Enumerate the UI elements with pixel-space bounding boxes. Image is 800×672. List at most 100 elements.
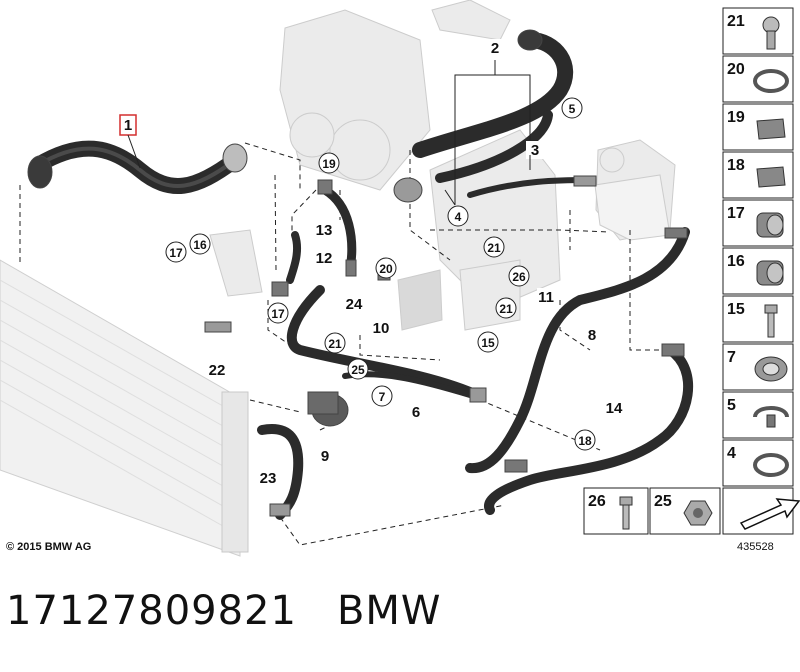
svg-text:5: 5 — [569, 102, 576, 116]
callout-26: 26 — [508, 265, 530, 287]
legend-item-19: 19 — [722, 103, 794, 151]
arrow-icon — [739, 498, 800, 530]
legend-item-25: 25 — [649, 487, 721, 535]
parts-legend: 21 20 19 18 17 16 15 7 5 4 26 25 — [583, 7, 800, 535]
sleeve-icon — [754, 356, 788, 382]
svg-text:16: 16 — [727, 253, 745, 270]
hose-8 — [465, 227, 690, 474]
callout-17: 17 — [267, 302, 289, 324]
callout-16: 16 — [189, 233, 211, 255]
legend-item-5: 5 — [722, 391, 794, 439]
hose-12 — [286, 231, 302, 284]
svg-text:23: 23 — [260, 470, 277, 487]
svg-text:18: 18 — [727, 157, 745, 174]
hose-14 — [484, 345, 694, 515]
svg-text:19: 19 — [727, 109, 745, 126]
bracket-clip-icon — [756, 166, 786, 188]
svg-text:21: 21 — [328, 337, 342, 351]
svg-text:24: 24 — [346, 296, 363, 313]
callout-2: 2 — [486, 39, 504, 57]
svg-text:3: 3 — [531, 142, 539, 159]
svg-text:8: 8 — [588, 327, 596, 344]
svg-text:16: 16 — [193, 238, 207, 252]
svg-text:4: 4 — [455, 210, 462, 224]
callout-lines — [127, 60, 531, 206]
cooling-hose-diagram: 1234567891011121314151617171819202121212… — [0, 0, 800, 557]
diagram-id: 435528 — [737, 541, 774, 553]
hose-6 — [286, 285, 475, 397]
svg-text:2: 2 — [491, 40, 499, 57]
hose-2 — [412, 32, 574, 158]
callout-21: 21 — [483, 236, 505, 258]
callout-1: 1 — [119, 114, 137, 136]
screw-icon — [762, 16, 780, 50]
svg-text:5: 5 — [727, 397, 736, 414]
small-components — [27, 29, 688, 517]
callouts: 1234567891011121314151617171819202121212… — [119, 39, 623, 487]
callout-11: 11 — [537, 288, 555, 306]
svg-text:25: 25 — [654, 493, 672, 510]
callout-18: 18 — [574, 429, 596, 451]
svg-text:9: 9 — [321, 448, 329, 465]
svg-text:17: 17 — [169, 246, 183, 260]
legend-item-16: 16 — [722, 247, 794, 295]
svg-text:11: 11 — [538, 289, 554, 306]
svg-text:1: 1 — [124, 117, 132, 134]
callout-9: 9 — [316, 447, 334, 465]
callout-21: 21 — [495, 297, 517, 319]
engine-components — [209, 0, 676, 331]
legend-item-26: 26 — [583, 487, 649, 535]
bolt-icon — [764, 304, 778, 338]
nut-icon — [683, 500, 713, 526]
radiator — [0, 259, 249, 557]
svg-text:17: 17 — [271, 307, 285, 321]
svg-text:26: 26 — [588, 493, 606, 510]
copyright-text: © 2015 BMW AG — [6, 541, 92, 553]
svg-text:7: 7 — [727, 349, 736, 366]
callout-5: 5 — [561, 97, 583, 119]
svg-text:21: 21 — [727, 13, 745, 30]
callout-23: 23 — [259, 469, 277, 487]
connector-icon — [756, 260, 784, 286]
callout-7: 7 — [371, 385, 393, 407]
spring-clamp-icon — [753, 406, 789, 428]
legend-item-20: 20 — [722, 55, 794, 103]
part-number-line: 17127809821 BMW — [6, 588, 441, 634]
svg-text:21: 21 — [487, 241, 501, 255]
hose-clamp-icon — [753, 453, 789, 477]
callout-12: 12 — [315, 249, 333, 267]
svg-text:26: 26 — [512, 270, 526, 284]
clamp-icon — [753, 69, 789, 93]
svg-text:17: 17 — [727, 205, 745, 222]
callout-19: 19 — [318, 152, 340, 174]
clip-icon — [756, 118, 786, 140]
connector-icon — [756, 212, 784, 238]
callout-10: 10 — [372, 319, 390, 337]
callout-14: 14 — [605, 399, 623, 417]
svg-text:20: 20 — [727, 61, 745, 78]
svg-text:14: 14 — [606, 400, 623, 417]
callout-15: 15 — [477, 331, 499, 353]
callout-3: 3 — [526, 141, 544, 159]
legend-item-7: 7 — [722, 343, 794, 391]
svg-text:4: 4 — [727, 445, 736, 462]
svg-text:10: 10 — [373, 320, 390, 337]
legend-item-21: 21 — [722, 7, 794, 55]
legend-item-arrow — [722, 487, 800, 535]
leader-lines — [19, 142, 660, 546]
legend-item-15: 15 — [722, 295, 794, 343]
svg-text:22: 22 — [209, 362, 226, 379]
callout-8: 8 — [583, 326, 601, 344]
callout-24: 24 — [345, 295, 363, 313]
brand-name: BMW — [336, 588, 442, 634]
callout-25: 25 — [347, 358, 369, 380]
part-number: 17127809821 — [6, 588, 297, 634]
svg-text:13: 13 — [316, 222, 333, 239]
legend-item-4: 4 — [722, 439, 794, 487]
svg-text:21: 21 — [499, 302, 513, 316]
callout-13: 13 — [315, 221, 333, 239]
callout-4: 4 — [447, 205, 469, 227]
svg-text:12: 12 — [316, 250, 333, 267]
callout-6: 6 — [407, 403, 425, 421]
callout-21: 21 — [324, 332, 346, 354]
